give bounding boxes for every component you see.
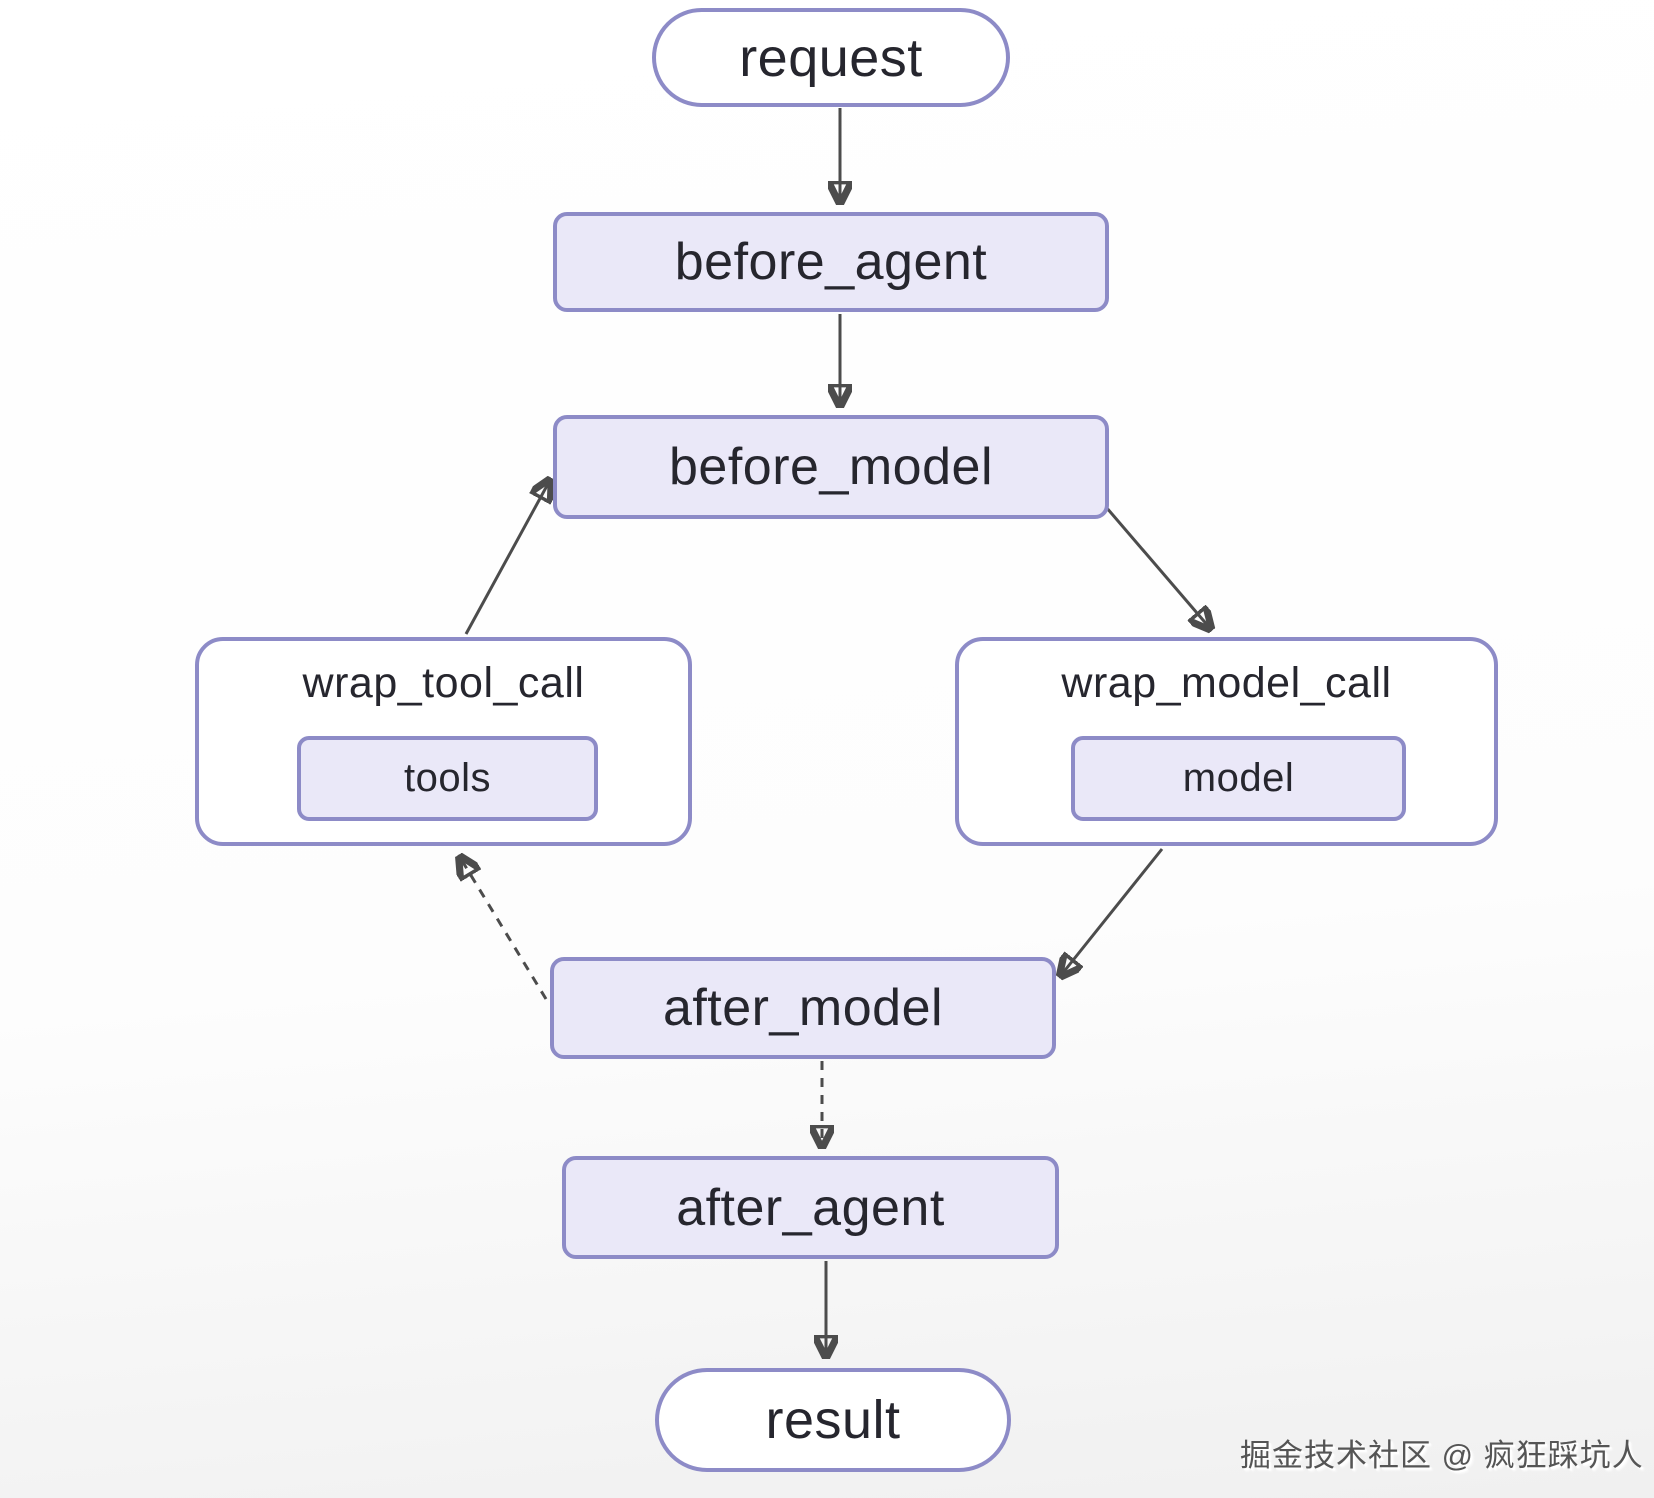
watermark: 掘金技术社区 @ 疯狂踩坑人 <box>1240 1438 1644 1473</box>
node-wrap-tool-call: wrap_tool_call tools <box>195 637 692 846</box>
node-wrap-tool-call-label: wrap_tool_call <box>302 659 585 707</box>
node-model-label: model <box>1182 756 1295 800</box>
node-tools: tools <box>297 736 598 821</box>
node-result: result <box>655 1368 1011 1472</box>
node-model: model <box>1071 736 1406 821</box>
edge-after-model-to-wrap-tool-call <box>461 859 548 1000</box>
node-before-agent-label: before_agent <box>674 233 988 291</box>
node-request-label: request <box>739 27 923 88</box>
node-before-model-label: before_model <box>669 438 993 496</box>
node-tools-label: tools <box>404 756 491 800</box>
node-after-model-label: after_model <box>662 979 944 1037</box>
edge-wrap-model-call-to-after-model <box>1062 848 1164 974</box>
node-after-model: after_model <box>550 957 1056 1059</box>
node-wrap-model-call: wrap_model_call model <box>955 637 1498 846</box>
node-before-agent: before_agent <box>553 212 1109 312</box>
node-after-agent: after_agent <box>562 1156 1059 1259</box>
node-result-label: result <box>765 1390 901 1450</box>
node-before-model: before_model <box>553 415 1109 519</box>
node-request: request <box>652 8 1010 107</box>
edge-before-model-to-wrap-model-call <box>1104 506 1209 627</box>
edge-wrap-tool-call-to-before-model <box>464 482 549 635</box>
node-wrap-model-call-label: wrap_model_call <box>1061 659 1392 707</box>
node-after-agent-label: after_agent <box>676 1178 945 1237</box>
